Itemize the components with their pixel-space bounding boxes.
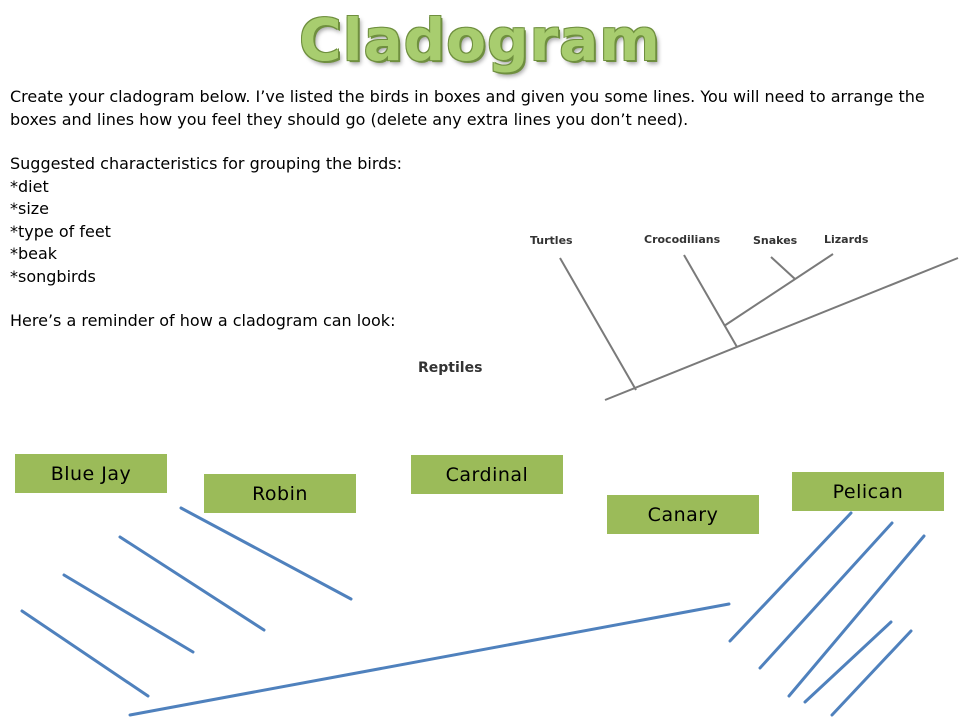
characteristic-item: *diet	[10, 176, 49, 196]
draggable-line[interactable]	[803, 620, 893, 704]
instructions-paragraph: Create your cladogram below. I’ve listed…	[10, 87, 925, 129]
characteristic-item: *type of feet	[10, 221, 111, 241]
reminder-text: Here’s a reminder of how a cladogram can…	[10, 311, 396, 330]
bird-box-canary[interactable]: Canary	[607, 495, 759, 534]
draggable-line[interactable]	[758, 521, 894, 670]
bird-box-pelican[interactable]: Pelican	[792, 472, 944, 511]
draggable-line[interactable]	[728, 511, 853, 643]
characteristic-item: *songbirds	[10, 266, 96, 286]
draggable-line[interactable]	[62, 573, 195, 654]
draggable-line[interactable]	[128, 602, 731, 717]
bird-box-robin[interactable]: Robin	[204, 474, 356, 513]
characteristic-item: *size	[10, 199, 50, 218]
instructions-text: Create your cladogram below. I’ve listed…	[10, 86, 950, 333]
characteristic-item: *beak	[10, 244, 58, 263]
draggable-line[interactable]	[830, 629, 913, 717]
characteristics-heading: Suggested characteristics for grouping t…	[10, 154, 402, 173]
draggable-line[interactable]	[787, 534, 926, 698]
slide-title: Cladogram	[299, 6, 661, 74]
bird-box-blue-jay[interactable]: Blue Jay	[15, 454, 167, 493]
draggable-line[interactable]	[118, 535, 266, 632]
draggable-line[interactable]	[20, 609, 150, 698]
bird-box-cardinal[interactable]: Cardinal	[411, 455, 563, 494]
draggable-line[interactable]	[179, 506, 353, 601]
